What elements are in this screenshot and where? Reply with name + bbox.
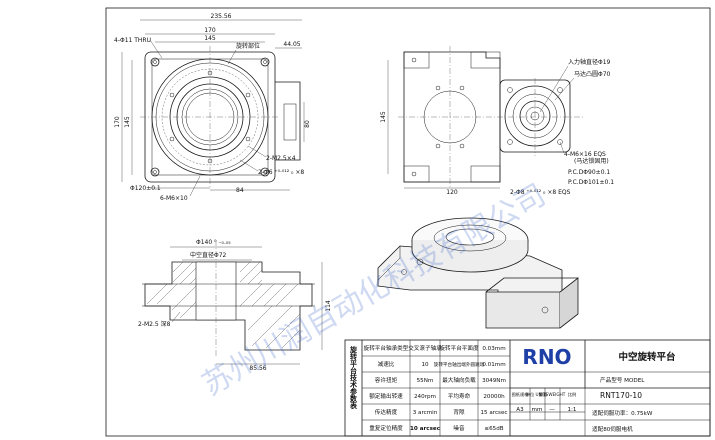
dim-235-56: 235.56 — [211, 13, 232, 20]
table-row: 额定输出转速 240rpm 平均寿命 20000h — [369, 392, 505, 400]
dim-145-vertical: 145 — [124, 116, 131, 128]
motor-type-label: 适配80伺服电机 — [592, 425, 633, 433]
motor-screws-label: 4-M6×16 EQS — [564, 151, 606, 158]
table-cell: 额定输出转速 — [369, 392, 403, 400]
dim-m6-holes: 6-M6×10 — [160, 195, 188, 202]
section-view: Φ140 ⁰ ₋₀.₀₅ 中空直径Φ72 2-M2.5 深8 85.56 114 — [138, 239, 332, 372]
table-cell: 容许扭矩 — [375, 376, 398, 384]
logo-text: RNO — [522, 345, 571, 369]
side-view: 145 120 入力轴直径Φ19 马达凸圆Φ70 4-M6×16 EQS (马达… — [380, 46, 614, 196]
motor-power-label: 适配伺服功率：0.75kW — [592, 409, 653, 417]
header-bearing-value: 交叉滚子轴承 — [408, 344, 442, 352]
rotating-part-label: 旋转部位 — [236, 42, 260, 50]
table-cell: 重复定位精度 — [369, 424, 403, 432]
dim-m2-5-holes: 2-M2.5×4 — [266, 155, 296, 162]
table-row: 容许扭矩 55Nm 最大轴向负载 3049Nm — [375, 376, 506, 384]
table-cell: 10 arcsec — [410, 426, 440, 432]
col-header-scale: 比例 — [568, 391, 576, 398]
product-title: 中空旋转平台 — [618, 351, 676, 363]
pin-hole-label: 2-Φ8 ⁺⁰·⁰¹² ₀ ×8 EQS — [510, 189, 571, 196]
value-scale: 1:1 — [567, 407, 576, 413]
table-cell: 3049Nm — [482, 378, 506, 384]
motor-screws-note: (马达锁固用) — [574, 157, 609, 165]
col-header-weight: 重量 WEIGHT — [539, 391, 566, 398]
table-row: 重复定位精度 10 arcsec 噪音 ≤65dB — [369, 424, 504, 432]
table-cell: 240rpm — [414, 394, 436, 400]
dim-m2-5-depth: 2-M2.5 深8 — [138, 320, 171, 328]
col-header-sheet: 图纸规格 — [512, 391, 530, 398]
header-bearing-type: 旋转平台轴承类型 — [364, 344, 409, 352]
dim-140-diameter: Φ140 ⁰ ₋₀.₀₅ — [196, 239, 231, 246]
front-view: 235.56 170 145 44.05 4-Φ11 THRU 旋转部位 170… — [114, 13, 311, 202]
header-flatness-value: 0.03mm — [482, 346, 505, 352]
table-row: 减速比 10 旋转平台轴出端外圆跳动 0.01mm — [378, 360, 506, 368]
parameter-table: 旋转平台技术参数表 旋转平台轴承类型 交叉滚子轴承 旋转平台平面度 0.03mm… — [344, 339, 711, 437]
motor-spigot-label: 马达凸圆Φ70 — [574, 70, 611, 78]
dim-pin-holes: 2-Φ6 ⁺⁰·⁰¹² ₀ ×8 — [258, 169, 304, 176]
center-bore-label: 中空直径Φ72 — [190, 251, 227, 259]
table-cell: 10 — [421, 362, 429, 368]
dim-114: 114 — [325, 300, 332, 312]
dim-120-side: 120 — [446, 189, 458, 196]
dim-170: 170 — [204, 27, 216, 34]
table-cell: 旋转平台轴出端外圆跳动 — [434, 361, 485, 368]
table-cell: 传达精度 — [375, 408, 398, 416]
rno-logo: RNO — [514, 344, 580, 369]
dim-44-05: 44.05 — [283, 41, 300, 48]
thru-holes-label: 4-Φ11 THRU — [114, 37, 151, 44]
pcd-101-label: P.C.DΦ101±0.1 — [568, 179, 614, 186]
dim-145: 145 — [204, 35, 216, 42]
table-cell: 平均寿命 — [448, 392, 471, 400]
table-vertical-title: 旋转平台技术参数表 — [349, 345, 358, 410]
value-sheet: A3 — [516, 407, 524, 413]
dim-84: 84 — [236, 187, 244, 194]
value-units: mm — [532, 407, 543, 413]
model-label: 产品型号 MODEL — [600, 376, 645, 384]
table-cell: 15 arcsec — [480, 410, 507, 416]
input-shaft-label: 入力轴直径Φ19 — [568, 58, 611, 66]
dim-170-vertical: 170 — [114, 116, 121, 128]
table-cell: 背隙 — [453, 408, 465, 416]
table-row: 传达精度 3 arcmin 背隙 15 arcsec — [375, 408, 508, 416]
table-cell: ≤65dB — [484, 426, 503, 432]
table-cell: 0.01mm — [482, 362, 505, 368]
dim-bolt-circle-120: Φ120±0.1 — [130, 185, 161, 192]
table-cell: 减速比 — [378, 360, 395, 368]
pcd-90-label: P.C.DΦ90±0.1 — [568, 169, 610, 176]
isometric-view — [377, 217, 579, 329]
header-flatness: 旋转平台平面度 — [439, 344, 479, 352]
dim-85-56: 85.56 — [249, 365, 266, 372]
model-number: RNT170-10 — [600, 391, 642, 400]
value-weight: — — [549, 407, 555, 413]
table-cell: 噪音 — [453, 424, 465, 432]
col-header-units: 单位 UNITS — [526, 391, 549, 398]
table-cell: 20000h — [483, 394, 505, 400]
dim-80: 80 — [304, 120, 311, 128]
dim-145-side: 145 — [380, 111, 387, 123]
table-cell: 最大轴向负载 — [442, 376, 476, 384]
table-cell: 55Nm — [417, 378, 434, 384]
table-cell: 3 arcmin — [413, 410, 438, 416]
